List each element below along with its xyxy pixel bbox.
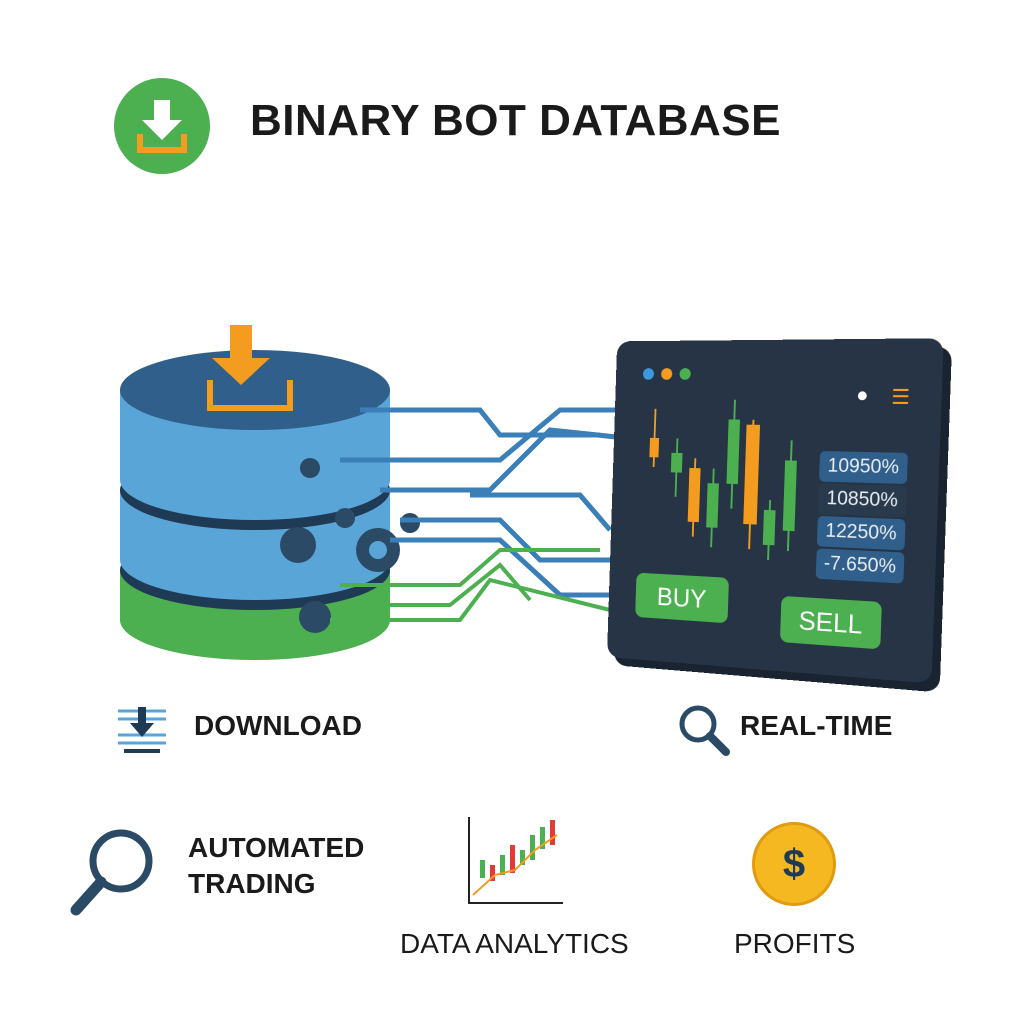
window-dot-blue [643,368,654,380]
page-title: BINARY BOT DATABASE [250,96,781,146]
buy-button[interactable]: BUY [635,573,729,624]
percentage-value: -7.650% [816,548,905,583]
profits-label: PROFITS [734,926,855,962]
window-dot-green [679,368,690,380]
search-icon [676,702,732,758]
download-icon [114,78,210,174]
realtime-label: REAL-TIME [740,708,892,744]
window-dot-orange [661,368,672,380]
percentage-value: 10850% [818,484,907,518]
menu-icon[interactable]: ☰ [891,384,911,410]
percentage-value: 10950% [819,451,908,484]
sell-button[interactable]: SELL [780,596,882,649]
download-list-icon [118,705,168,755]
dollar-coin-icon: $ [752,822,836,906]
percentage-value: 12250% [817,516,906,550]
trading-panel: ● ☰ 10950% 10850% 12250% -7.650% BUY SEL… [607,338,944,683]
automated-label-line1: AUTOMATED [188,830,364,866]
magnifier-icon [66,826,158,918]
automated-trading-label: AUTOMATED TRADING [188,830,364,902]
candlestick-chart-icon [465,815,565,907]
automated-label-line2: TRADING [188,866,364,902]
candlestick-chart [637,399,813,562]
user-icon[interactable]: ● [856,384,869,408]
data-analytics-label: DATA ANALYTICS [400,926,629,962]
download-label: DOWNLOAD [194,708,362,744]
